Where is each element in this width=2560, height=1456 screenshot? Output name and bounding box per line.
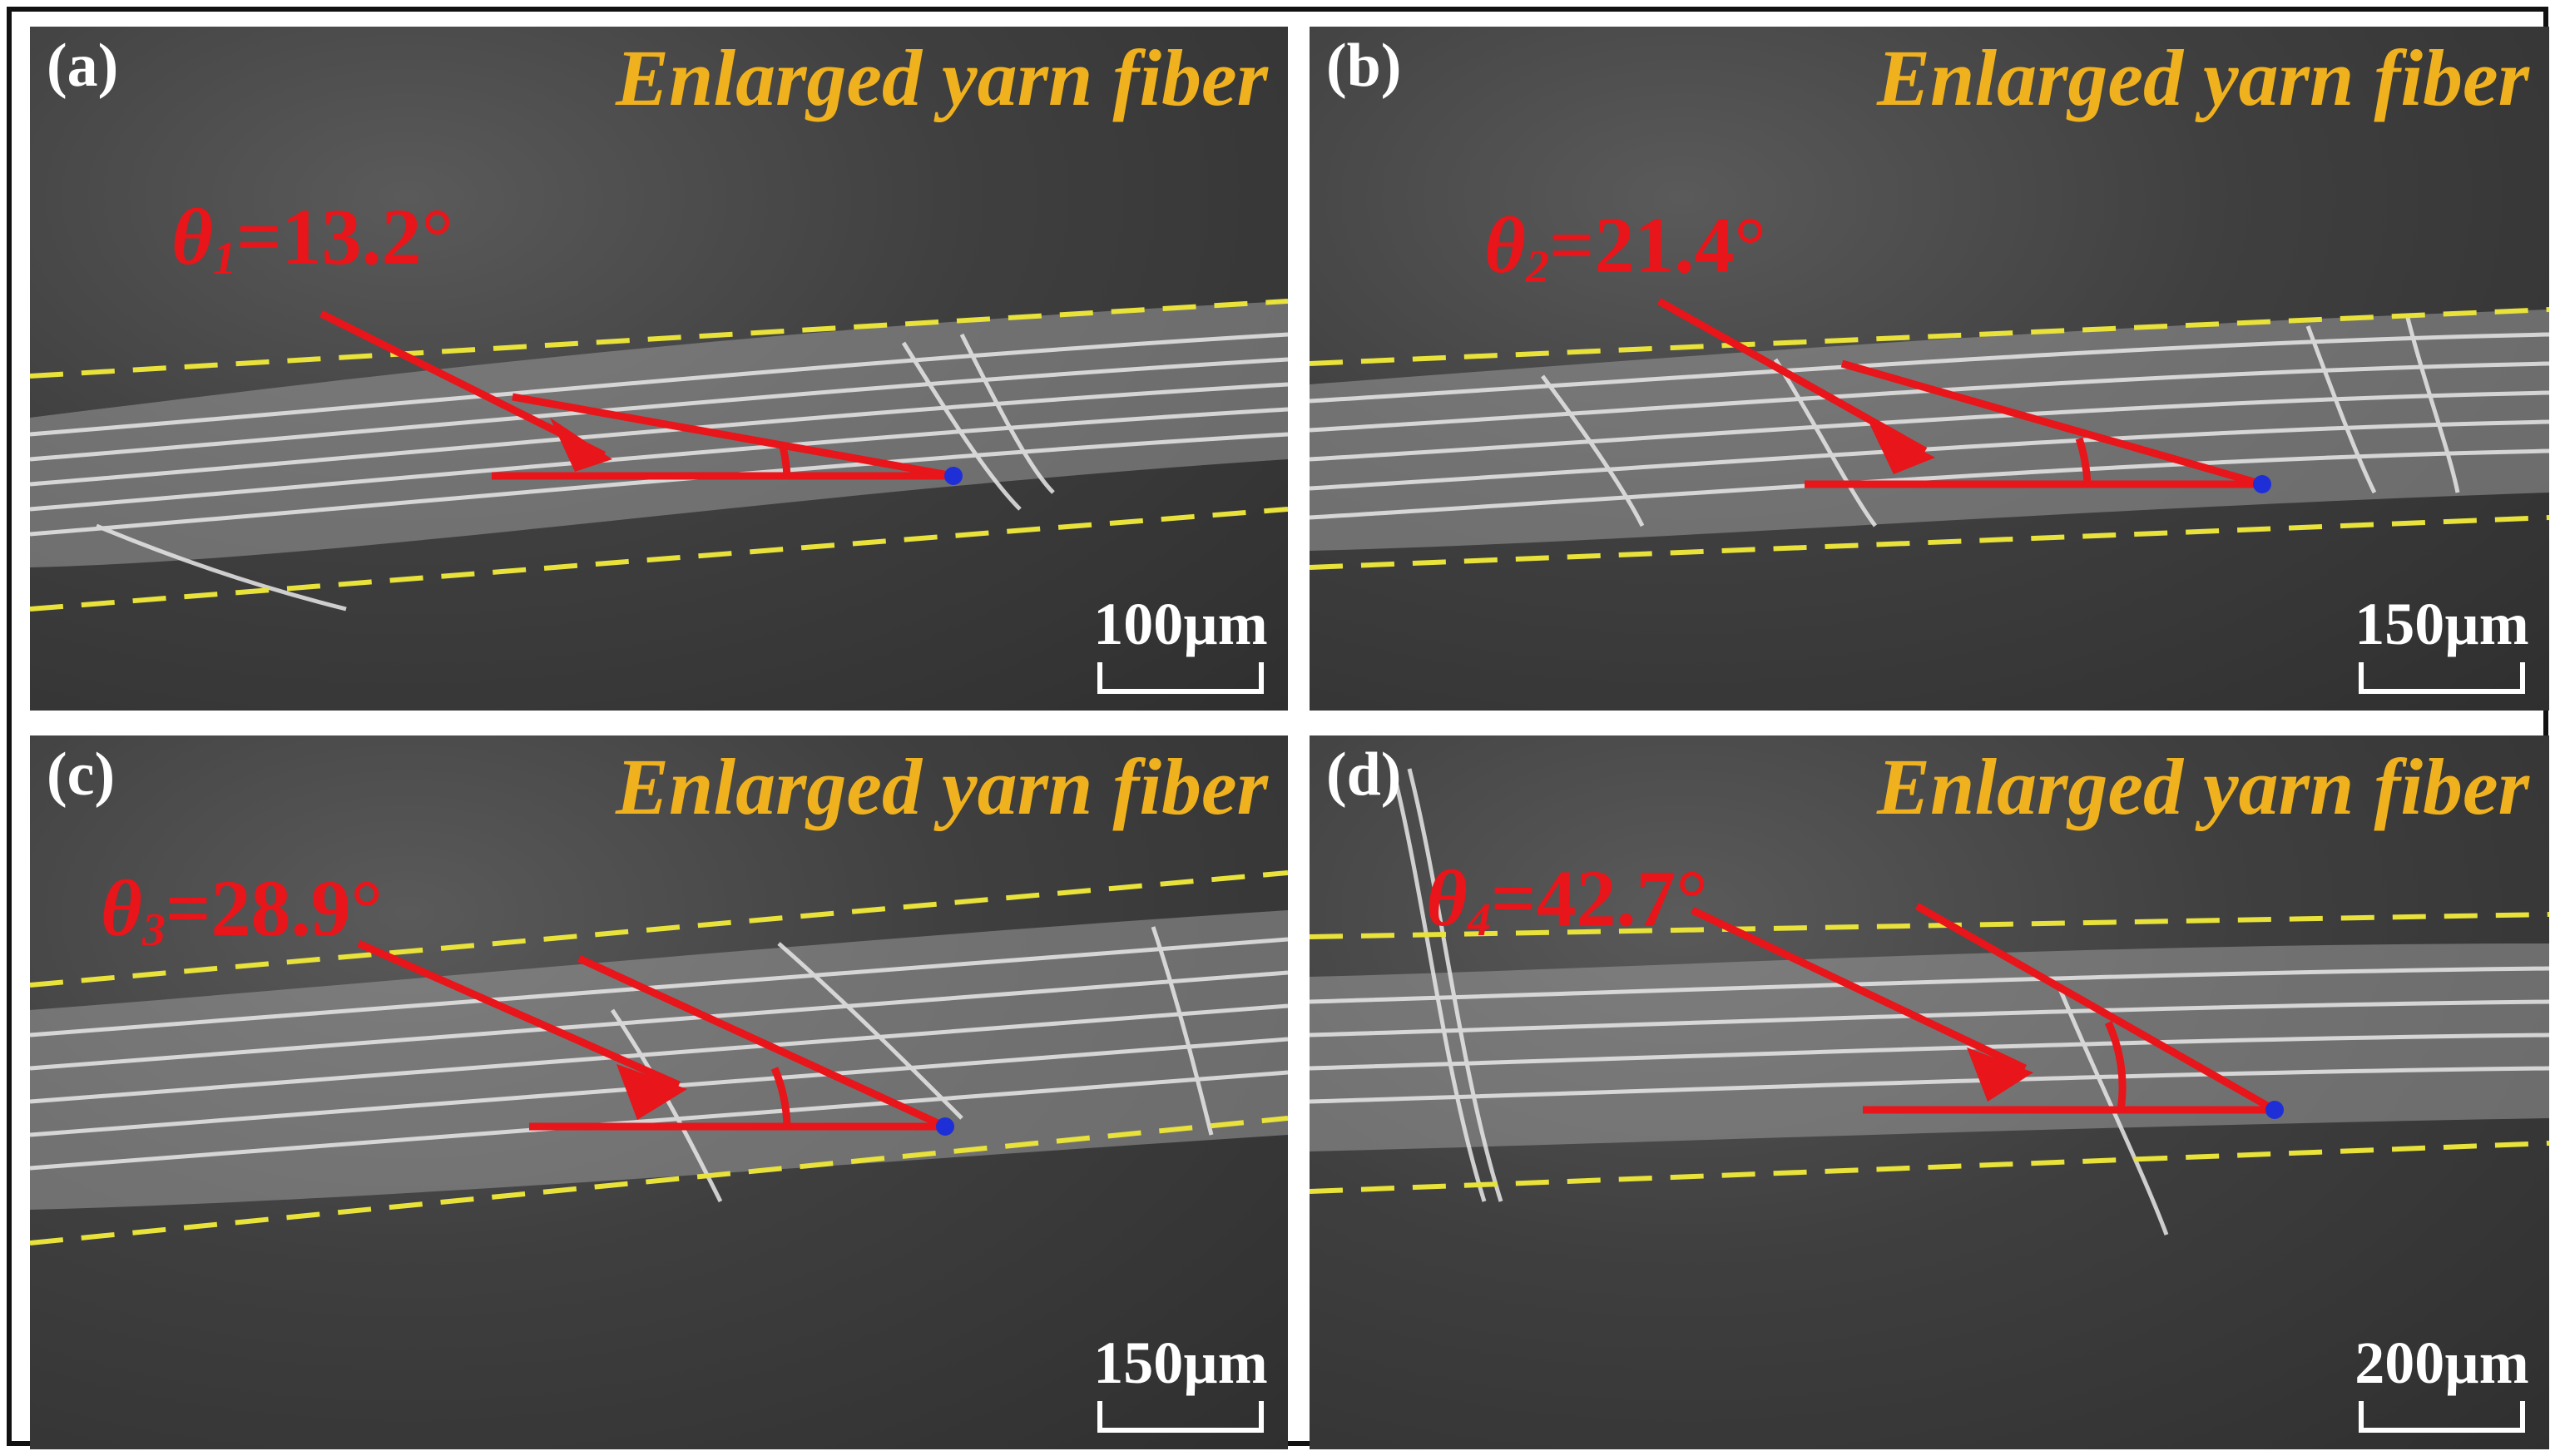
arrow-head <box>550 418 612 472</box>
panel-label: (b) <box>1326 32 1402 100</box>
guide-lines <box>1310 307 2549 570</box>
scale-bracket <box>1097 1401 1264 1433</box>
yarn-bundle <box>30 301 1288 612</box>
panel-label: (a) <box>47 32 119 100</box>
guide-lines <box>30 299 1288 612</box>
scale-bar: 100µm <box>1093 594 1268 694</box>
panel-c: (c) Enlarged yarn fiber θ3=28.9° 150µm <box>30 735 1288 1449</box>
panel-title: Enlarged yarn fiber <box>615 742 1268 831</box>
arrow-head <box>616 1064 687 1120</box>
scale-bar: 150µm <box>2355 594 2529 694</box>
theta-subscript: 1 <box>212 233 236 285</box>
scale-bracket <box>2359 662 2525 694</box>
panel-title: Enlarged yarn fiber <box>1876 33 2529 122</box>
angle-readout: θ3=28.9° <box>101 869 383 956</box>
angle-readout: θ4=42.7° <box>1426 859 1708 946</box>
angle-annotation <box>1656 298 2264 488</box>
yarn-bundle <box>1310 768 2549 1236</box>
theta-subscript: 2 <box>1525 241 1549 293</box>
vertex-marker <box>944 467 963 485</box>
panel-a: (a) Enlarged yarn fiber θ1=13.2° 100µm <box>30 27 1288 711</box>
yarn-bundle <box>1310 310 2549 551</box>
arrow-head <box>1869 422 1935 474</box>
yarn-bundle <box>30 910 1288 1210</box>
panel-b-drawing <box>1310 298 2549 570</box>
panel-label: (c) <box>47 740 116 809</box>
panel-title: Enlarged yarn fiber <box>615 33 1268 122</box>
angle-annotation <box>1691 903 2277 1114</box>
panel-d: (d) Enlarged yarn fiber θ4=42.7° 200µm <box>1310 735 2549 1449</box>
theta-subscript: 4 <box>1467 894 1491 946</box>
scale-bar: 150µm <box>1093 1333 1268 1433</box>
panel-label: (d) <box>1326 740 1402 809</box>
figure-frame: (a) Enlarged yarn fiber θ1=13.2° 100µm <box>7 7 2549 1449</box>
scale-bar: 200µm <box>2355 1333 2529 1433</box>
arrow-head <box>1967 1047 2033 1102</box>
scale-label: 100µm <box>1093 591 1268 657</box>
theta-symbol: θ <box>171 192 213 281</box>
theta-symbol: θ <box>101 864 142 953</box>
guide-lines <box>1310 912 2549 1194</box>
panel-a-drawing <box>30 299 1288 612</box>
panel-title: Enlarged yarn fiber <box>1876 742 2529 831</box>
angle-value: =42.7° <box>1490 854 1708 943</box>
angle-value: =28.9° <box>165 864 383 953</box>
panel-d-drawing <box>1310 768 2549 1236</box>
panel-b: (b) Enlarged yarn fiber θ2=21.4° 150µm <box>1310 27 2549 711</box>
scale-bracket <box>1097 662 1264 694</box>
vertex-marker <box>2253 475 2271 493</box>
angle-readout: θ2=21.4° <box>1484 206 1766 293</box>
scale-bracket <box>2359 1401 2525 1433</box>
angle-value: =13.2° <box>235 192 453 281</box>
panel-c-drawing <box>30 870 1288 1246</box>
theta-symbol: θ <box>1484 201 1526 290</box>
angle-readout: θ1=13.2° <box>171 197 453 285</box>
theta-symbol: θ <box>1426 854 1468 943</box>
guide-lines <box>30 870 1288 1246</box>
scale-label: 200µm <box>2355 1330 2529 1396</box>
theta-subscript: 3 <box>141 904 166 956</box>
vertex-marker <box>936 1117 954 1136</box>
angle-annotation <box>357 939 947 1131</box>
scale-label: 150µm <box>2355 591 2529 657</box>
angle-value: =21.4° <box>1548 201 1766 290</box>
vertex-marker <box>2265 1101 2284 1119</box>
scale-label: 150µm <box>1093 1330 1268 1396</box>
